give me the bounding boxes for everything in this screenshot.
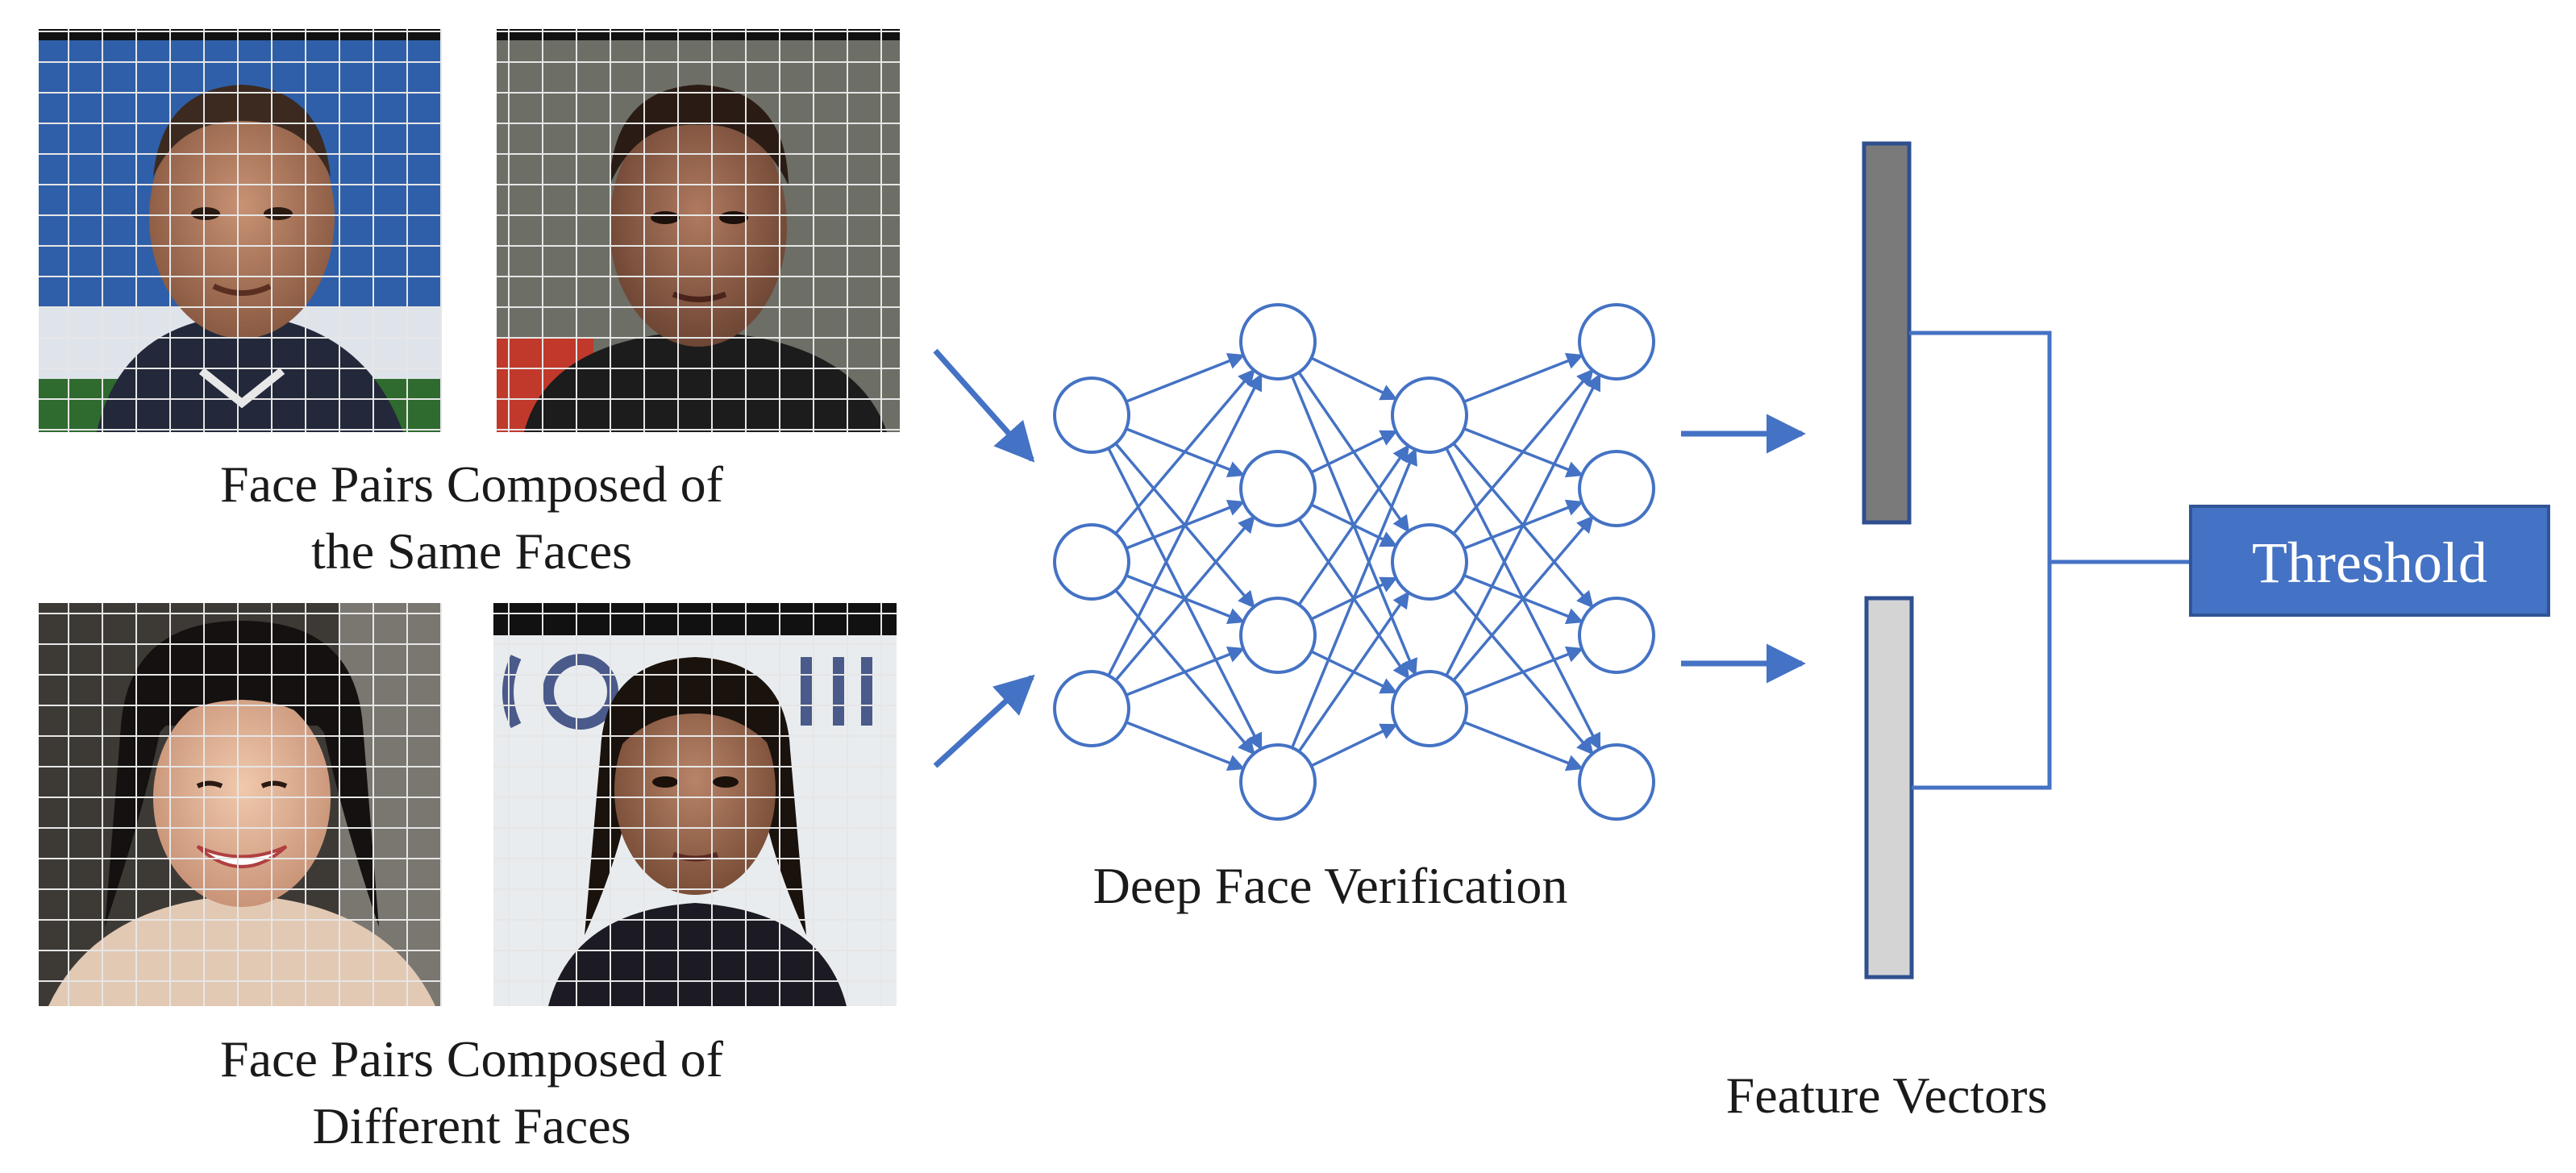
network-edge-l1-0-0 — [1310, 356, 1398, 401]
network-edge-l2-2-0 — [1445, 373, 1601, 676]
network-edge-l0-2-2 — [1126, 646, 1246, 697]
network-node-l0-0 — [1053, 376, 1130, 454]
network-edge-l1-2-0 — [1297, 444, 1410, 606]
network-caption: Deep Face Verification — [1093, 857, 1568, 914]
network-node-l3-0 — [1578, 303, 1655, 381]
network-node-l3-1 — [1578, 450, 1655, 527]
network-edge-l0-1-0 — [1114, 368, 1255, 535]
network-node-l1-1 — [1239, 450, 1317, 527]
network-node-l0-1 — [1053, 523, 1130, 601]
face-photo-same-2 — [497, 29, 900, 432]
network-node-l3-2 — [1578, 597, 1655, 674]
network-edge-l0-0-0 — [1126, 352, 1246, 403]
different-faces-caption-line2: Different Faces — [312, 1097, 630, 1154]
different-faces-caption-line1: Face Pairs Composed of — [220, 1030, 724, 1088]
network-edge-l2-2-2 — [1463, 646, 1584, 697]
network-node-l1-2 — [1239, 597, 1317, 674]
same-faces-caption-line2: the Same Faces — [311, 522, 632, 580]
network-node-l1-3 — [1239, 743, 1317, 821]
threshold-box — [2189, 505, 2550, 617]
network-node-l3-3 — [1578, 743, 1655, 821]
feature-vectors-caption: Feature Vectors — [1726, 1067, 2048, 1124]
network-edge-l0-2-3 — [1126, 721, 1246, 772]
connector-bottom — [1912, 562, 2052, 790]
input-arrow-top — [933, 348, 1035, 463]
network-node-l1-0 — [1239, 303, 1317, 381]
feature-vector-bottom — [1864, 596, 1914, 980]
network-edge-l1-3-0 — [1290, 447, 1417, 749]
network-edge-l2-1-0 — [1452, 368, 1594, 535]
network-edge-l0-2-0 — [1107, 373, 1263, 676]
face-photo-same-1 — [39, 29, 442, 432]
network-edge-l1-3-1 — [1297, 591, 1410, 753]
same-faces-caption-line1: Face Pairs Composed of — [220, 455, 724, 513]
network-node-l2-0 — [1391, 376, 1468, 454]
threshold-label: Threshold — [2252, 530, 2487, 595]
network-node-l0-2 — [1053, 670, 1130, 747]
network-node-l2-1 — [1391, 523, 1468, 601]
network-node-l2-2 — [1391, 670, 1468, 747]
face-photo-different-2 — [493, 603, 897, 1006]
face-photo-different-1 — [39, 603, 442, 1006]
network-edge-l2-2-3 — [1463, 721, 1584, 772]
neural-network — [1053, 303, 1655, 821]
network-edge-l1-3-2 — [1310, 723, 1398, 767]
feature-vector-top — [1862, 141, 1912, 525]
input-arrow-bottom — [933, 674, 1035, 768]
network-edge-l0-2-1 — [1114, 515, 1255, 682]
network-edge-l2-2-1 — [1452, 515, 1594, 682]
connector-top — [1909, 331, 2052, 562]
network-edge-l2-0-0 — [1463, 352, 1584, 403]
network-edge-l1-1-0 — [1310, 430, 1398, 474]
